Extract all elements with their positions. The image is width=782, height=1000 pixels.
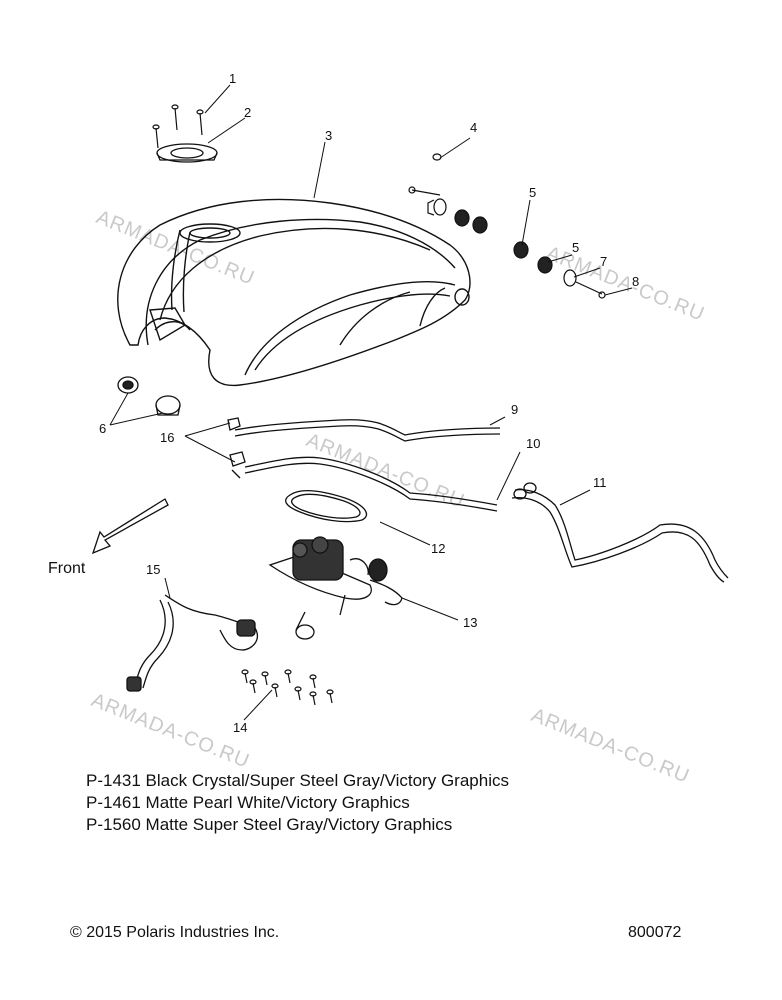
front-label: Front <box>48 560 86 577</box>
hose-11 <box>511 482 729 583</box>
callout-14: 14 <box>233 720 247 735</box>
callout-labels: 1 2 3 4 5 5 7 8 9 10 11 12 13 14 15 16 6 <box>99 71 639 735</box>
paint-note-2: P-1461 Matte Pearl White/Victory Graphic… <box>86 793 410 812</box>
watermark-2: ARMADA-CO.RU <box>543 242 708 326</box>
paint-note-3: P-1560 Matte Super Steel Gray/Victory Gr… <box>86 815 453 834</box>
vent-hoses <box>227 417 501 512</box>
callout-11: 11 <box>593 475 607 490</box>
bolt-4 <box>408 153 447 216</box>
hose-15 <box>126 594 258 692</box>
callout-4: 4 <box>470 120 477 135</box>
screws-1 <box>152 104 204 149</box>
leader-lines <box>109 84 633 721</box>
callout-3: 3 <box>325 128 332 143</box>
fuel-tank <box>117 198 471 387</box>
watermarks: ARMADA-CO.RU ARMADA-CO.RU ARMADA-CO.RU A… <box>88 206 708 788</box>
paint-notes: P-1431 Black Crystal/Super Steel Gray/Vi… <box>86 770 509 836</box>
callout-7: 7 <box>600 254 607 269</box>
callout-8: 8 <box>632 274 639 289</box>
callout-9: 9 <box>511 402 518 417</box>
copyright: © 2015 Polaris Industries Inc. <box>70 924 280 941</box>
gasket-12 <box>285 490 368 523</box>
watermark-4: ARMADA-CO.RU <box>88 689 253 773</box>
paint-note-1: P-1431 Black Crystal/Super Steel Gray/Vi… <box>86 771 509 790</box>
grommets-5 <box>454 209 553 274</box>
front-arrow <box>91 498 169 555</box>
callout-5a: 5 <box>529 185 536 200</box>
callout-10: 10 <box>526 436 540 451</box>
bumpers-6 <box>117 376 181 416</box>
callout-5b: 5 <box>572 240 579 255</box>
callout-12: 12 <box>431 541 445 556</box>
screws-14 <box>241 669 334 706</box>
filler-ring <box>156 143 218 163</box>
diagram-number: 800072 <box>628 924 682 941</box>
fuel-pump-13 <box>268 536 403 640</box>
callout-2: 2 <box>244 105 251 120</box>
callout-6: 6 <box>99 421 106 436</box>
callout-1: 1 <box>229 71 236 86</box>
callout-16: 16 <box>160 430 174 445</box>
watermark-3: ARMADA-CO.RU <box>303 429 468 513</box>
callout-15: 15 <box>146 562 160 577</box>
watermark-5: ARMADA-CO.RU <box>528 704 693 788</box>
callout-13: 13 <box>463 615 477 630</box>
